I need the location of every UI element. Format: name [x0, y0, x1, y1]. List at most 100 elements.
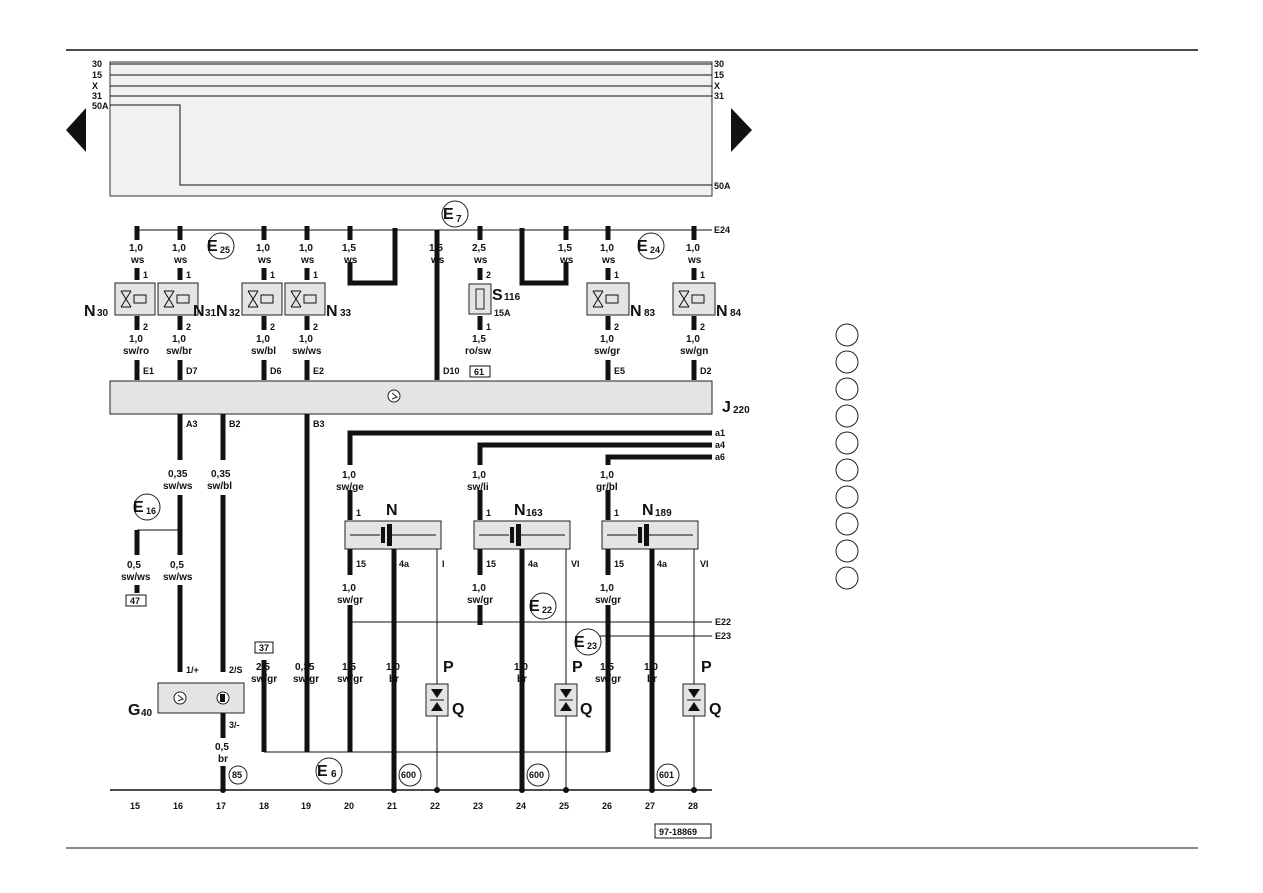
ground-ref-601: 601: [659, 770, 674, 780]
pin-number: 3/-: [229, 720, 240, 730]
actuator-output-wires: E 22 E23: [261, 549, 731, 790]
wire-spec: 0,35: [295, 662, 315, 673]
label-g40-sub: 40: [141, 708, 153, 719]
wire-spec: sw/ge: [336, 482, 364, 493]
wire-specs-actuators: 1,0 sw/gr 1,0 sw/gr 1,0 sw/gr 37 2,5 sw/…: [251, 583, 658, 685]
wire-spec: 1,5: [558, 243, 572, 254]
ecu-pin: D7: [186, 366, 198, 376]
wire-spec: ws: [687, 255, 702, 266]
edge-ref-e23: E23: [715, 631, 731, 641]
pin-number: 2: [143, 322, 148, 332]
column-number: 26: [602, 801, 612, 811]
wire-spec: ws: [130, 255, 145, 266]
wire-spec: sw/ws: [163, 481, 193, 492]
harness-a1-a4-a6: a1 a4 a6: [347, 428, 725, 520]
ground-ref-600: 600: [529, 770, 544, 780]
circle-e24-base: E: [637, 238, 648, 255]
wire-spec: sw/gr: [251, 674, 277, 685]
wire-stubs-top: [134, 226, 697, 240]
rail-label-50a-left: 50A: [92, 101, 109, 111]
next-page-arrow-icon[interactable]: [731, 108, 752, 152]
column-number: 18: [259, 801, 269, 811]
wire-spec: sw/ws: [121, 572, 151, 583]
legend-circle: [835, 431, 859, 455]
pin-number: 1: [614, 270, 619, 280]
wire-spec: ws: [473, 255, 488, 266]
circle-e6-sub: 6: [331, 769, 337, 780]
legend-circles: [835, 323, 859, 590]
label-n84-base: N: [716, 303, 728, 320]
wire-spec: 1,0: [299, 334, 313, 345]
pin-number: 15: [356, 559, 366, 569]
label-n189-sub: 189: [655, 508, 672, 519]
coil-pin-stubs: 1 1 1 1 2 1 1 2 2 2 2 1 2 2: [134, 268, 705, 332]
wire-spec: 1,5: [342, 662, 356, 673]
wire-spec: 1,0: [256, 334, 270, 345]
ecu-pin: E1: [143, 366, 154, 376]
sensor-p-q-22: [425, 683, 449, 717]
wire-spec: 1,0: [600, 470, 614, 481]
label-n83-base: N: [630, 303, 642, 320]
pin-number: 2: [700, 322, 705, 332]
wire-spec: 1,0: [129, 243, 143, 254]
edge-ref-a1: a1: [715, 428, 725, 438]
wire-spec: ws: [559, 255, 574, 266]
sensor-g40: G 40 1/+ 2/S 3/- 0,5 br: [128, 665, 245, 790]
wire-spec: sw/ro: [123, 346, 149, 357]
box-ref-37: 37: [259, 643, 269, 653]
wire-spec: 1,0: [600, 243, 614, 254]
pin-number: 1: [313, 270, 318, 280]
column-number: 15: [130, 801, 140, 811]
valve-n30: [114, 282, 156, 316]
edge-ref-e24: E24: [714, 225, 730, 235]
pin-number: 1: [614, 508, 619, 518]
wire-spec: 0,5: [170, 560, 184, 571]
label-n83-sub: 83: [644, 308, 656, 319]
valve-n31: [157, 282, 199, 316]
circle-e22-sub: 22: [542, 605, 552, 615]
previous-page-arrow-icon[interactable]: [66, 108, 86, 152]
legend-circle: [835, 458, 859, 482]
column-number: 27: [645, 801, 655, 811]
wire-spec: 1,0: [299, 243, 313, 254]
valve-n84: [672, 282, 716, 316]
ecu-pin: A3: [186, 419, 198, 429]
pin-number: VI: [700, 559, 709, 569]
rail-label-30-left: 30: [92, 59, 102, 69]
pin-number: 4a: [399, 559, 410, 569]
ecu-pin: B3: [313, 419, 325, 429]
wire-spec: br: [389, 674, 399, 685]
reference-circles: E 7 E 25 E 24 E 16 E 22 E 23 E 6: [133, 200, 665, 785]
label-s116-rating: 15A: [494, 308, 511, 318]
rail-label-50a-bottom: 50A: [714, 181, 731, 191]
circle-e6-base: E: [317, 763, 328, 780]
label-n31-sub: 31: [205, 308, 217, 319]
label-p: P: [572, 659, 583, 676]
wire-spec: 1,5: [342, 243, 356, 254]
column-number: 28: [688, 801, 698, 811]
circle-e23-sub: 23: [587, 641, 597, 651]
ecu-pin: D6: [270, 366, 282, 376]
rail-label-15-right: 15: [714, 70, 724, 80]
wire-spec: ws: [257, 255, 272, 266]
label-n163-sub: 163: [526, 508, 543, 519]
circle-e25-base: E: [207, 238, 218, 255]
legend-circle: [835, 377, 859, 401]
wire-spec: br: [647, 674, 657, 685]
actuator-n: [344, 520, 442, 550]
ground-ref-600: 600: [401, 770, 416, 780]
wire-specs-mid: 1,0 sw/ro 1,0 sw/br 1,0 sw/bl 1,0 sw/ws …: [123, 334, 708, 357]
box-ref-47: 47: [130, 596, 140, 606]
rail-label-30-right: 30: [714, 59, 724, 69]
actuator-n189: [601, 520, 699, 550]
wire-spec: 2,5: [256, 662, 270, 673]
component-labels-top: N 30 N 31 N 32 N 33 S 116 15A N 83 N 84: [84, 287, 742, 320]
pin-number: 1: [186, 270, 191, 280]
wire-spec: 0,35: [168, 469, 188, 480]
supply-bus: E24: [137, 225, 730, 370]
label-q: Q: [452, 701, 464, 718]
label-q: Q: [709, 701, 721, 718]
wire-spec: ws: [300, 255, 315, 266]
control-unit-j220: J 220: [109, 380, 750, 416]
